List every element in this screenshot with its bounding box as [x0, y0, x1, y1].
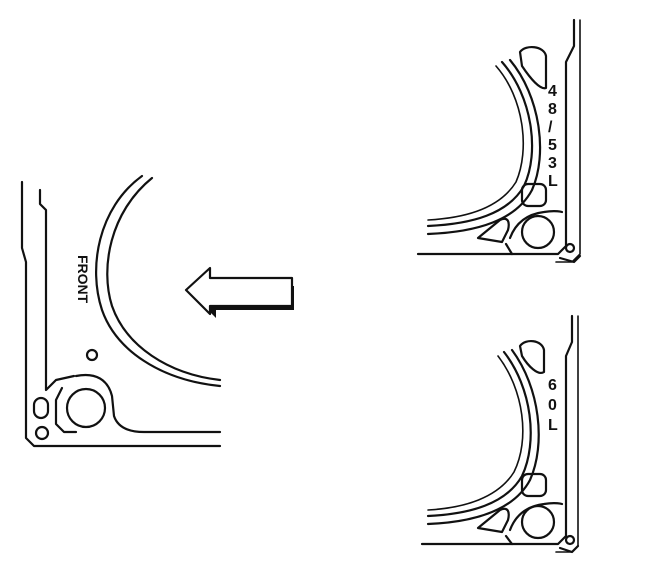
label-60l-char-1: 6	[548, 377, 557, 394]
label-48-53l-char-1: 4	[548, 83, 557, 100]
label-60l-char-3: L	[548, 417, 558, 434]
label-48-53l-char-6: L	[548, 173, 558, 190]
label-48-53l-char-2: 8	[548, 101, 557, 118]
label-48-53l-char-3: /	[548, 119, 553, 136]
left-gasket-corner: FRONT	[20, 174, 222, 448]
front-label: FRONT	[75, 255, 91, 304]
label-60l-char-2: 0	[548, 397, 557, 414]
label-48-53l-char-5: 3	[548, 155, 557, 172]
arrow-left-icon	[184, 266, 294, 318]
gasket-corner-48-53l: 4 8 / 5 3 L	[416, 18, 582, 264]
label-48-53l-char-4: 5	[548, 137, 557, 154]
gasket-corner-60l: 6 0 L	[420, 314, 580, 554]
